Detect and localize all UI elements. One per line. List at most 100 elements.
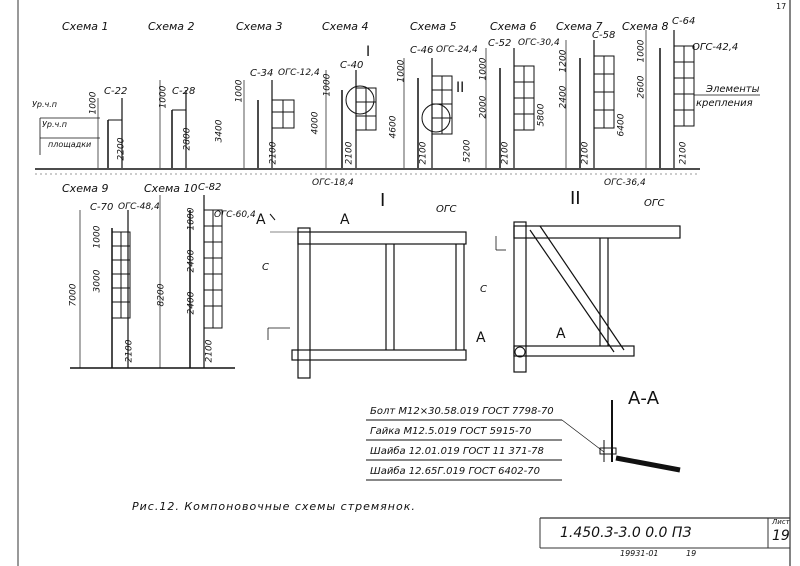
scheme-8-code: С-64 xyxy=(672,16,696,27)
spec-line-2: Гайка М12.5.019 ГОСТ 5915-70 xyxy=(370,426,532,437)
detail-1-drawing xyxy=(267,213,467,379)
dim-s10-8200: 8200 xyxy=(156,283,167,307)
dim-s10-1000: 1000 xyxy=(186,207,197,231)
dim-s9-2100: 2100 xyxy=(124,339,135,363)
scheme-9-title: Схема 9 xyxy=(62,182,109,195)
detail-1-title: I xyxy=(380,190,386,211)
scheme-6-title: Схема 6 xyxy=(490,20,537,33)
scheme-1-level-1: Ур.ч.п xyxy=(32,100,57,109)
scheme-3-title: Схема 3 xyxy=(236,20,283,33)
dim-s10-2100: 2100 xyxy=(204,339,215,363)
dim-s8-2600: 2600 xyxy=(636,75,647,99)
detail-2-ogs: ОГС xyxy=(644,198,665,209)
scheme-7-base: ОГС-36,4 xyxy=(604,178,646,188)
spec-line-3: Шайба 12.01.019 ГОСТ 11 371-78 xyxy=(370,446,544,457)
detail-2-title: II xyxy=(570,188,581,209)
dim-s7-1200: 1200 xyxy=(558,49,569,73)
detail-1-ogs: ОГС xyxy=(436,204,457,215)
scheme-1-code: С-22 xyxy=(104,86,128,97)
spec-line-1: Болт М12×30.58.019 ГОСТ 7798-70 xyxy=(370,406,554,417)
scheme-5 xyxy=(403,58,453,168)
dim-s5-5200: 5200 xyxy=(462,139,473,163)
stamp-inventory: 19931-01 xyxy=(620,549,659,558)
scheme-8-ogs: ОГС-42,4 xyxy=(692,42,739,53)
detail-2-section-r: А xyxy=(556,326,566,342)
detail-1-section-top: А xyxy=(256,212,266,228)
scheme-1-title: Схема 1 xyxy=(62,20,109,33)
dim-s8-2100: 2100 xyxy=(678,141,689,165)
dim-s4-4000: 4000 xyxy=(310,111,321,135)
stamp-sheet-label: Лист xyxy=(772,518,790,526)
section-aa-drawing xyxy=(599,400,681,473)
scheme-7 xyxy=(565,40,615,168)
dim-s7-2400: 2400 xyxy=(558,85,569,109)
dim-s8-1000: 1000 xyxy=(636,39,647,63)
scheme-1-level-2: Ур.ч.п xyxy=(42,120,67,129)
dim-s5-1000: 1000 xyxy=(396,59,407,83)
scheme-3-ogs: ОГС-12,4 xyxy=(278,68,320,78)
scheme-3-code: С-34 xyxy=(250,68,274,79)
scheme-10 xyxy=(150,195,235,369)
scheme-10-code: С-82 xyxy=(198,182,222,193)
ground-line-top xyxy=(35,168,700,175)
scheme-7-title: Схема 7 xyxy=(556,20,603,33)
scheme-2-title: Схема 2 xyxy=(148,20,195,33)
scheme-9-code: С-70 xyxy=(90,202,114,213)
scheme-10-ogs: ОГС-60,4 xyxy=(214,210,256,220)
scheme-4-base: ОГС-18,4 xyxy=(312,178,354,188)
scheme-3 xyxy=(243,80,295,168)
dim-s5-4600: 4600 xyxy=(388,115,399,139)
dim-s9-7000: 7000 xyxy=(68,283,79,307)
dim-s7-5800: 5800 xyxy=(536,103,547,127)
scheme-6 xyxy=(485,48,535,168)
dim-s3-1000: 1000 xyxy=(234,79,245,103)
scheme-4 xyxy=(325,70,377,168)
dim-s10-2400a: 2400 xyxy=(186,249,197,273)
dim-s5-2100: 2100 xyxy=(418,141,429,165)
stamp-sheet-number: 19 xyxy=(772,528,790,544)
scheme-10-title: Схема 10 xyxy=(144,182,198,195)
scheme-8-title: Схема 8 xyxy=(622,20,669,33)
scheme-2 xyxy=(159,80,187,168)
detail-2-section-l: А xyxy=(476,330,486,346)
stamp-num: 19 xyxy=(686,549,697,558)
dim-s2-1000: 1000 xyxy=(158,85,169,109)
detail-1-section-top-r: А xyxy=(340,212,350,228)
dim-s4-1000: 1000 xyxy=(322,73,333,97)
scheme-9 xyxy=(70,210,150,369)
scheme-4-title: Схема 4 xyxy=(322,20,369,33)
dim-s8-6400: 6400 xyxy=(616,113,627,137)
dim-s9-3000: 3000 xyxy=(92,269,103,293)
figure-caption: Рис.12. Компоновочные схемы стремянок. xyxy=(132,500,416,513)
scheme-5-ogs: ОГС-24,4 xyxy=(436,45,478,55)
dim-s6-1000: 1000 xyxy=(478,57,489,81)
scheme-7-code: С-58 xyxy=(592,30,616,41)
dim-s4-2100: 2100 xyxy=(344,141,355,165)
scheme-4-code: С-40 xyxy=(340,60,364,71)
dim-s3-3400: 3400 xyxy=(214,119,225,143)
dim-s2-2800: 2800 xyxy=(182,127,193,151)
scheme-1 xyxy=(39,98,123,168)
dim-s10-2400b: 2400 xyxy=(186,291,197,315)
scheme-8-note-1: Элементы xyxy=(706,84,760,95)
detail-2-drawing xyxy=(495,221,681,373)
dim-s3-2100: 2100 xyxy=(268,141,279,165)
corner-number: 17 xyxy=(776,2,787,11)
spec-line-4: Шайба 12.65Г.019 ГОСТ 6402-70 xyxy=(370,466,540,477)
scheme-1-floor: площадки xyxy=(48,140,92,149)
scheme-4-mark: I xyxy=(366,44,371,60)
dim-s1-1000: 1000 xyxy=(88,91,99,115)
stamp-code: 1.450.3-3.0 0.0 ПЗ xyxy=(560,525,692,541)
scheme-6-code: С-52 xyxy=(488,38,512,49)
scheme-8-note-2: крепления xyxy=(696,98,753,109)
dim-s1-2200: 2200 xyxy=(116,137,127,161)
scheme-5-mark: II xyxy=(456,80,465,96)
detail-2-c: С xyxy=(480,284,487,295)
scheme-6-ogs: ОГС-30,4 xyxy=(518,38,560,48)
dim-s6-2000: 2000 xyxy=(478,95,489,119)
scheme-5-code: С-46 xyxy=(410,45,434,56)
section-aa-title: А-А xyxy=(628,388,660,409)
scheme-9-ogs: ОГС-48,4 xyxy=(118,202,160,212)
scheme-2-code: С-28 xyxy=(172,86,196,97)
